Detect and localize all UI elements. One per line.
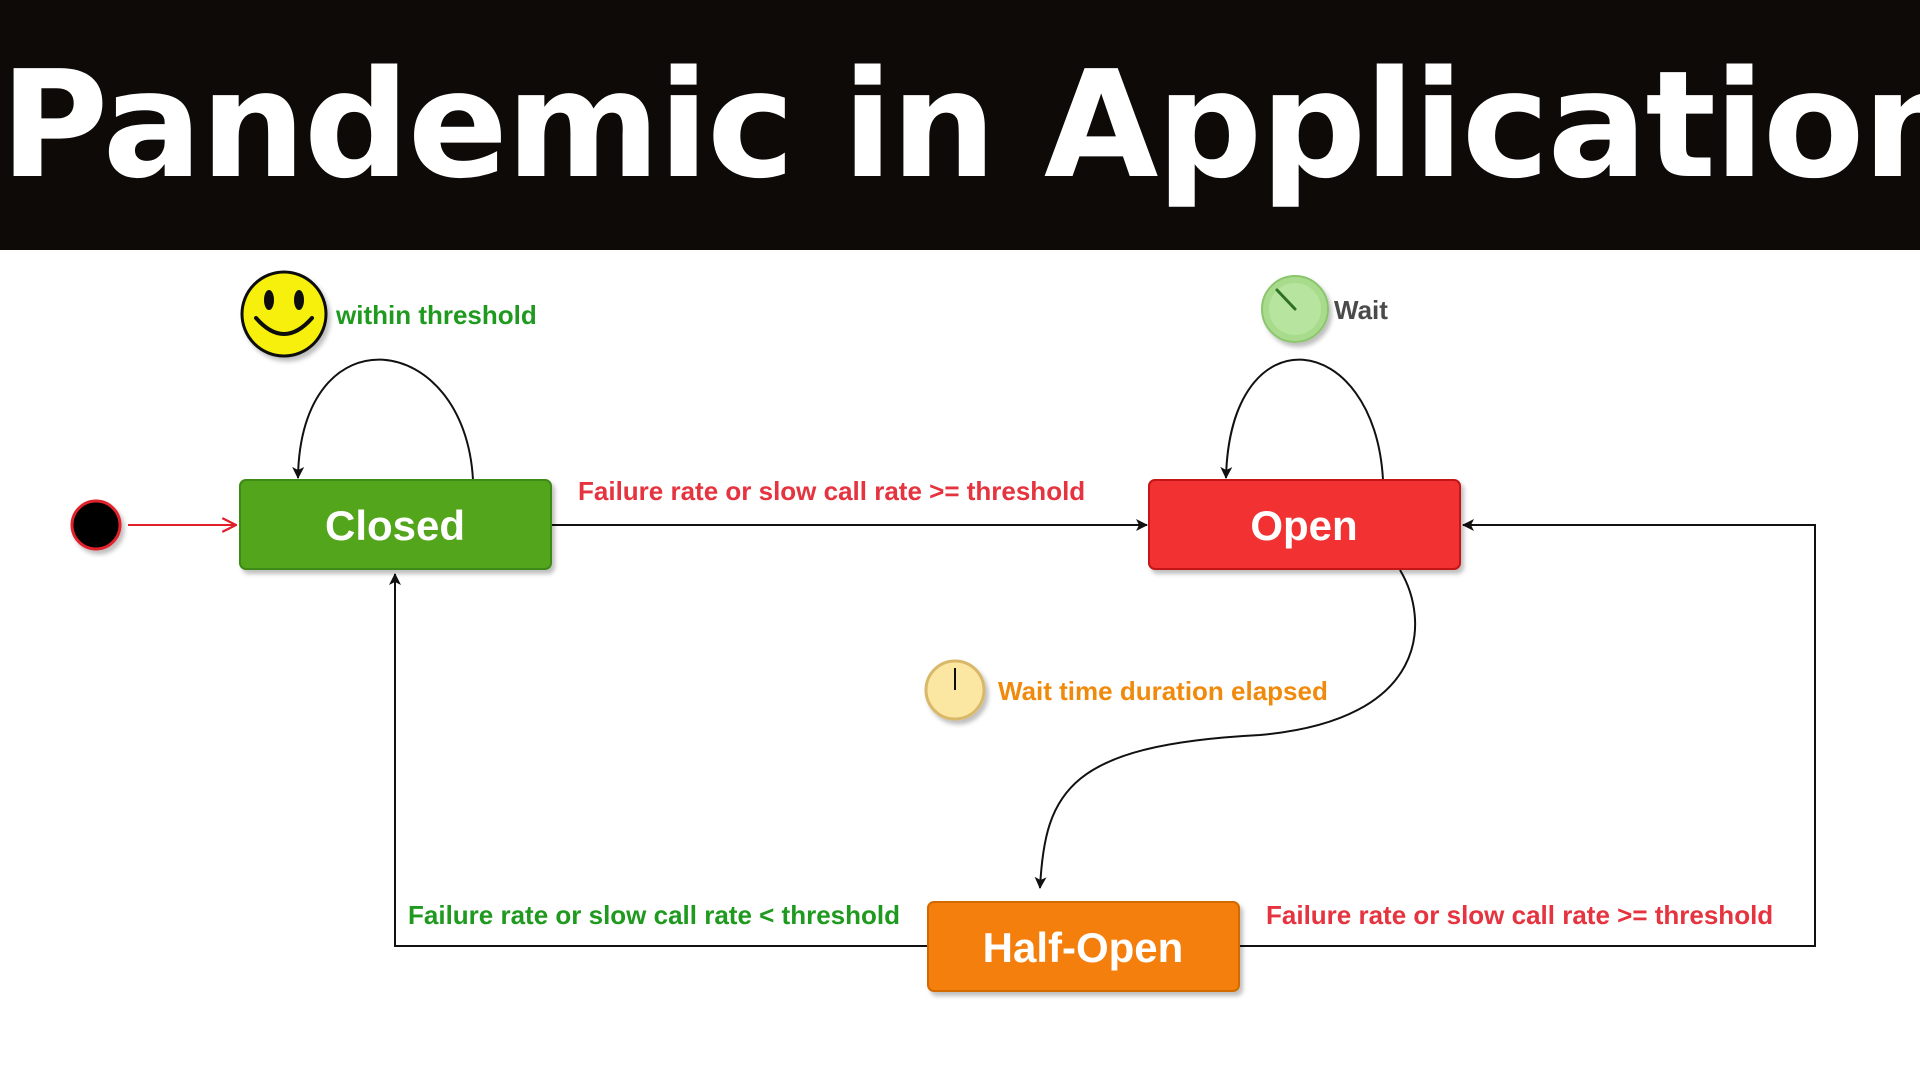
open-self-loop-label: Wait bbox=[1334, 295, 1388, 325]
state-open-label: Open bbox=[1250, 502, 1357, 549]
title-banner: Pandemic in Application bbox=[0, 0, 1920, 250]
closed-to-open-label: Failure rate or slow call rate >= thresh… bbox=[578, 476, 1085, 506]
stopwatch-icon bbox=[924, 659, 986, 721]
state-open: Open bbox=[1148, 479, 1461, 570]
open-to-half-open-arrow bbox=[1034, 569, 1417, 889]
smiley-face-icon bbox=[240, 270, 328, 358]
half-open-to-open-arrow bbox=[1239, 519, 1816, 947]
closed-self-loop bbox=[292, 358, 474, 481]
page-title: Pandemic in Application bbox=[0, 39, 1920, 211]
open-self-loop bbox=[1220, 358, 1384, 481]
initial-state-dot bbox=[70, 499, 122, 551]
half-open-to-closed-arrow bbox=[389, 573, 928, 947]
half-open-to-closed-label: Failure rate or slow call rate < thresho… bbox=[408, 900, 900, 930]
state-half-open-label: Half-Open bbox=[983, 924, 1184, 971]
timer-dial-icon bbox=[1261, 275, 1329, 343]
state-closed: Closed bbox=[239, 479, 552, 570]
closed-self-loop-label: within threshold bbox=[335, 300, 537, 330]
open-to-half-open-label: Wait time duration elapsed bbox=[998, 676, 1328, 706]
state-closed-label: Closed bbox=[325, 502, 465, 549]
state-half-open: Half-Open bbox=[927, 901, 1240, 992]
half-open-to-open-label: Failure rate or slow call rate >= thresh… bbox=[1266, 900, 1773, 930]
